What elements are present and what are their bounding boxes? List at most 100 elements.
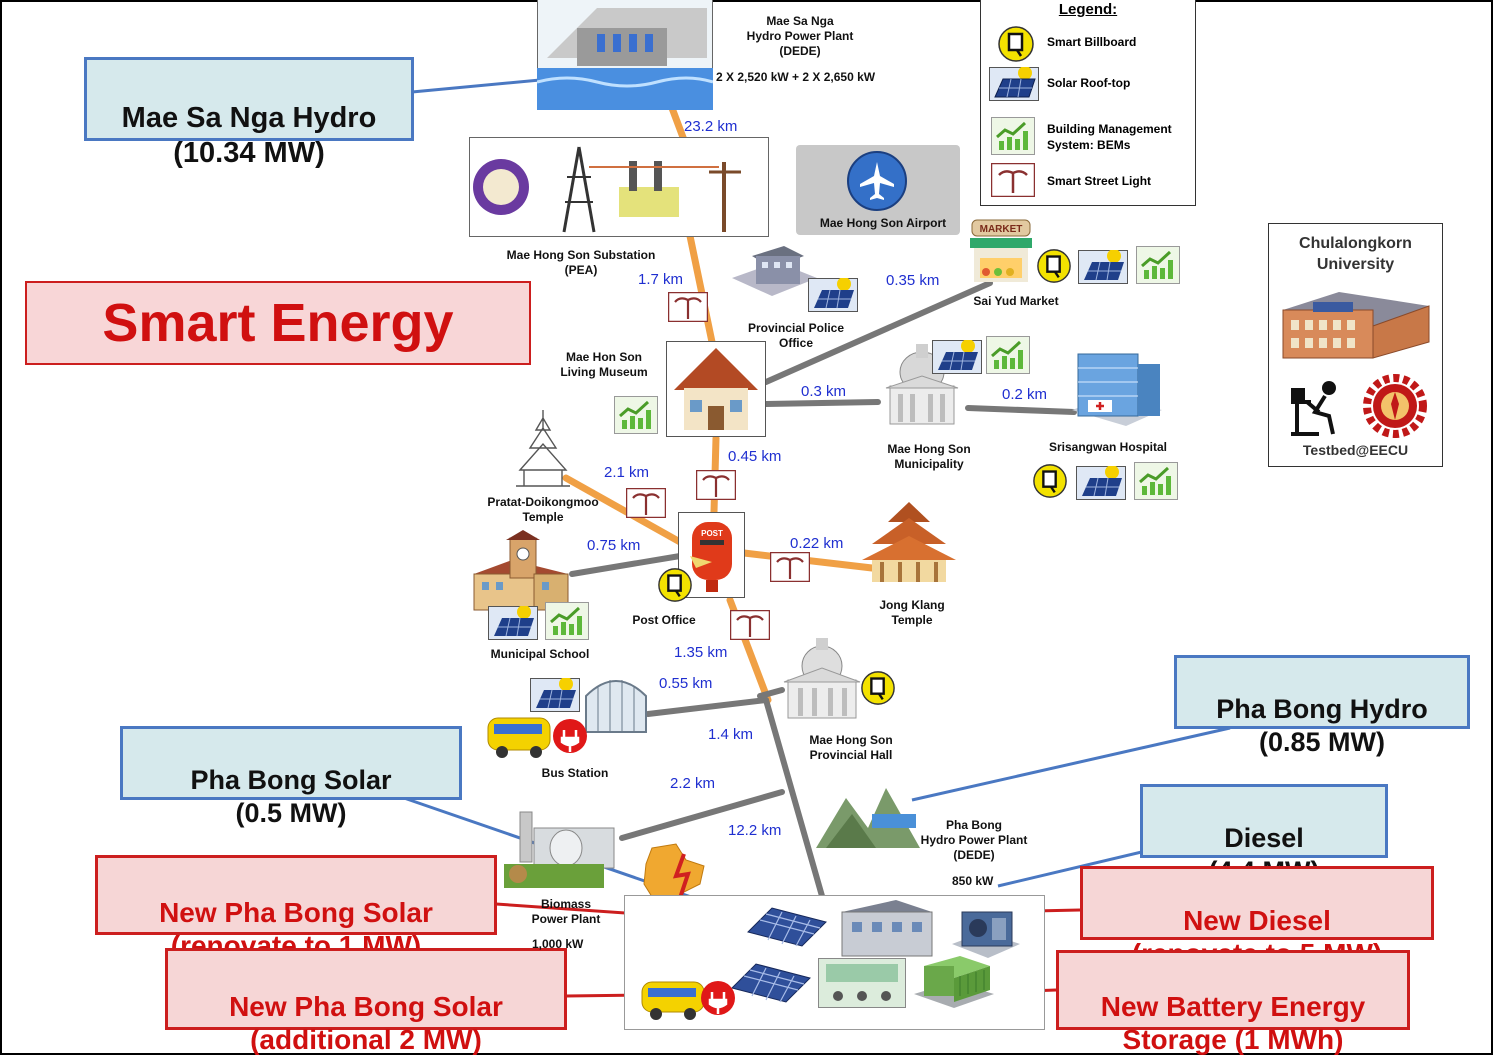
new-battery-callout: New Battery Energy Storage (1 MWh) <box>1056 950 1410 1055</box>
museum-label: Mae Hon Son Living Museum <box>560 350 648 379</box>
testbed-label: Testbed@EECU <box>1302 442 1409 458</box>
street-light-icon <box>991 163 1035 197</box>
pha-bong-solar-callout: Pha Bong Solar (0.5 MW) <box>120 726 462 828</box>
substation-icon <box>469 137 769 237</box>
electric-bus-icon <box>487 717 587 758</box>
distance-label: 1.35 km <box>674 644 728 661</box>
biomass-capacity: 1,000 kW <box>532 937 584 951</box>
legend-item-bems: Building Management System: BEMs <box>1047 122 1172 152</box>
line-museum-municipality <box>763 399 881 407</box>
line-junction-provhall <box>757 687 785 699</box>
school-icon <box>473 530 569 611</box>
municipal-school-label: Municipal School <box>490 647 590 661</box>
distance-label: 1.4 km <box>708 726 754 743</box>
distance-label: 1.7 km <box>638 271 684 288</box>
pha-bong-hydro-icon <box>816 788 920 848</box>
pha-bong-capacity: 850 kW <box>952 874 994 888</box>
solar-panel-icon <box>1078 250 1128 284</box>
sai-yud-market-label: Sai Yud Market <box>973 294 1059 308</box>
distance-label: 12.2 km <box>728 822 782 839</box>
post-office-label: Post Office <box>632 613 696 627</box>
jong-klang-label: Jong Klang Temple <box>879 598 945 627</box>
solar-panel-icon <box>488 606 538 640</box>
legend-item-solar: Solar Roof-top <box>1047 76 1131 90</box>
electric-bus-site-icon <box>641 981 735 1020</box>
solar-panel-icon <box>530 678 580 712</box>
legend-title: Legend: <box>1058 1 1118 18</box>
eecu-gear-logo <box>1363 374 1427 438</box>
page-title-box: Smart Energy <box>25 281 531 365</box>
distance-label: 0.3 km <box>801 383 847 400</box>
post-sign: POST <box>701 529 723 538</box>
billboard-icon <box>998 26 1034 62</box>
distance-label: 2.1 km <box>604 464 650 481</box>
page-title: Smart Energy <box>102 293 454 353</box>
line-substation-museum <box>686 232 716 346</box>
police-label: Provincial Police Office <box>747 321 845 350</box>
pha-bong-hydro-callout: Pha Bong Hydro (0.85 MW) <box>1174 655 1470 757</box>
street-light-icon <box>668 292 708 322</box>
solar-farm-new-icon <box>731 963 811 1003</box>
pha-bong-plant-label: Pha Bong Hydro Power Plant (DEDE) <box>920 818 1028 862</box>
distance-label: 0.35 km <box>886 272 940 289</box>
university-box: Chulalongkorn University Testbed@EECU <box>1268 223 1443 467</box>
distance-label: 0.22 km <box>790 535 844 552</box>
bems-chart-icon <box>1136 246 1180 284</box>
diesel-callout: Diesel (4.4 MW) <box>1140 784 1388 886</box>
market-sign: MARKET <box>980 224 1023 235</box>
bems-chart-icon <box>986 336 1030 374</box>
police-office-icon <box>732 246 817 296</box>
billboard-icon <box>658 568 692 602</box>
diesel-generator-icon <box>952 911 1020 958</box>
billboard-icon <box>1033 464 1067 498</box>
line-temple-post <box>562 474 684 546</box>
pointer-pha-bong-hydro <box>911 726 1231 802</box>
control-room-icon <box>818 958 906 1008</box>
new-solar-additional-callout: New Pha Bong Solar (additional 2 MW) <box>165 948 567 1055</box>
biomass-plant-icon <box>504 811 615 888</box>
street-light-icon <box>770 552 810 582</box>
hospital-label: Srisangwan Hospital <box>1048 440 1168 454</box>
legend-item-billboard: Smart Billboard <box>1047 35 1137 49</box>
bems-chart-icon <box>1134 462 1178 500</box>
new-diesel-callout: New Diesel (renovate to 5 MW) <box>1080 866 1434 969</box>
mailbox-icon: POST <box>690 522 732 592</box>
distance-label: 23.2 km <box>684 118 738 135</box>
researcher-at-desk-icon <box>1291 381 1336 436</box>
market-icon: MARKET <box>970 219 1032 282</box>
distance-label: 0.75 km <box>587 537 641 554</box>
university-building-icon <box>1282 292 1430 359</box>
line-junction-pha-bong <box>763 697 825 899</box>
distance-label: 0.45 km <box>728 448 782 465</box>
provincial-hall-label: Mae Hong Son Provincial Hall <box>809 733 893 762</box>
thai-temple-icon <box>862 502 956 582</box>
new-battery-text: New Battery Energy Storage (1 MWh) <box>1100 991 1366 1055</box>
pratat-temple-label: Pratat-Doikongmoo Temple <box>487 495 599 524</box>
line-school-post <box>569 553 683 577</box>
distance-label: 0.2 km <box>1002 386 1048 403</box>
street-light-icon <box>626 488 666 518</box>
solar-farm-icon <box>747 907 827 947</box>
solar-panel-icon <box>932 340 982 374</box>
pha-bong-hydro-callout-text: Pha Bong Hydro (0.85 MW) <box>1216 694 1428 757</box>
control-building-icon <box>841 900 933 957</box>
street-light-icon <box>696 470 736 500</box>
municipality-label: Mae Hong Son Municipality <box>887 442 971 471</box>
solar-panel-icon <box>1076 466 1126 500</box>
university-name: Chulalongkorn University <box>1299 235 1412 273</box>
bems-chart-icon <box>991 117 1035 155</box>
new-solar-additional-text: New Pha Bong Solar (additional 2 MW) <box>229 991 503 1055</box>
line-biomass-trunk <box>619 789 785 841</box>
billboard-icon <box>861 671 895 705</box>
street-light-icon <box>730 610 770 640</box>
line-municipality-hospital <box>965 405 1077 415</box>
hospital-icon <box>1072 353 1162 426</box>
bems-chart-icon <box>614 396 658 434</box>
line-plant-substation <box>668 104 688 144</box>
bus-terminal-icon <box>585 680 647 733</box>
airport-label: Mae Hong Son Airport <box>819 216 947 230</box>
bus-station-label: Bus Station <box>541 766 609 780</box>
battery-storage-icon <box>914 956 994 1008</box>
